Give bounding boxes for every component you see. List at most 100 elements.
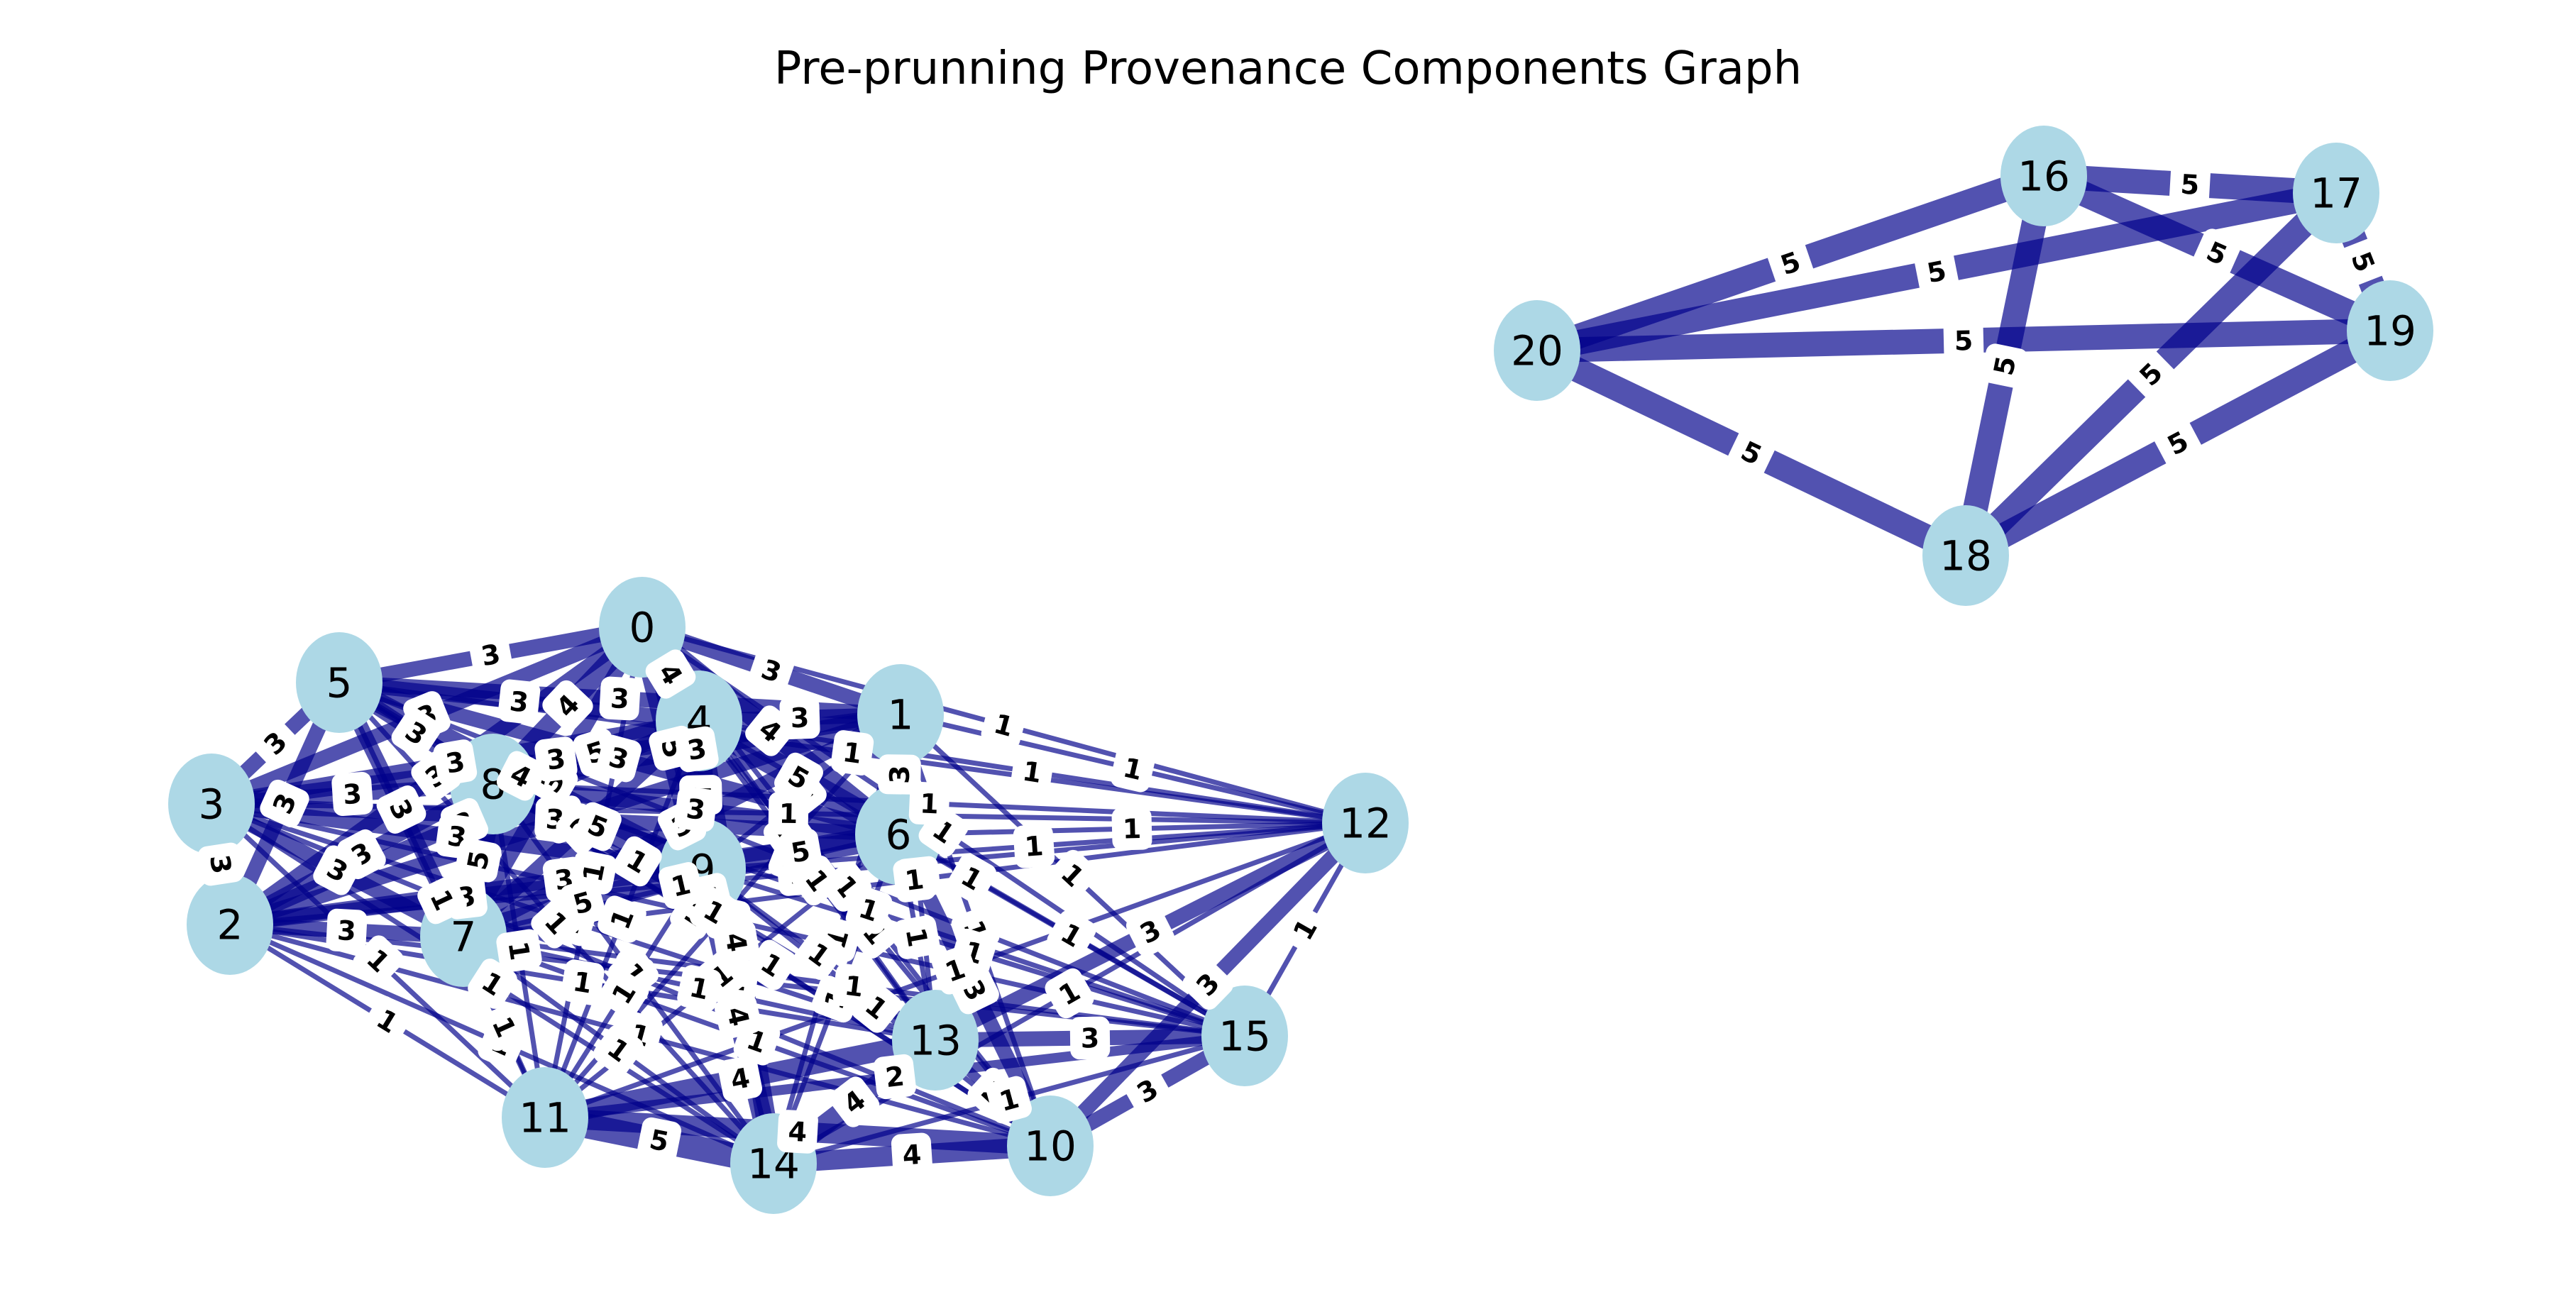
edge-weight-label-box (1111, 807, 1152, 851)
node-17 (2293, 143, 2379, 243)
edge-weight-label-box (433, 739, 478, 785)
edge-weight-label-11-15: 2 (874, 1054, 916, 1100)
edge-weight-label-box (534, 736, 578, 782)
edge-weight-label-4-5: 3 (497, 679, 541, 724)
edge-weight-label-12-14: 1 (1045, 968, 1094, 1019)
edge-weight-label-6-8: 3 (674, 786, 717, 832)
edge-weight-label-box (659, 862, 703, 909)
edge-weight-text: 4 (901, 1139, 922, 1171)
edge-weight-label-box (376, 785, 426, 834)
edge-weight-label-8-13: 1 (689, 887, 739, 937)
edge-weight-text: 3 (204, 853, 237, 876)
edge-weight-label-box (1045, 968, 1094, 1019)
edge-weight-label-3-8: 3 (331, 771, 373, 817)
edge-weight-label-7-11: 1 (479, 1003, 529, 1052)
node-12 (1322, 773, 1409, 873)
edge-weight-label-7-13: 1 (677, 965, 722, 1012)
edge-weight-label-box (793, 929, 844, 981)
edge-weight-label-box (747, 939, 797, 990)
edge-weight-label-box (645, 649, 696, 699)
edge-weight-label-box (1011, 749, 1054, 795)
edge-weight-label-7-8: 5 (455, 838, 502, 883)
edge-weight-label-5-7: 3 (376, 785, 426, 834)
edge-weight-label-1-4: 3 (779, 696, 820, 739)
edge-weight-label-box (768, 792, 809, 835)
node-label-19: 19 (2364, 307, 2416, 355)
edge-weight-label-3-14: 1 (468, 959, 517, 1009)
edge-weight-label-box (2153, 418, 2203, 468)
edge-weight-text: 2 (884, 1060, 906, 1093)
edge-weight-label-3-4: 3 (433, 739, 478, 785)
edge-weight-label-box (612, 836, 662, 887)
edge-weight-text: 3 (610, 683, 630, 714)
edge-weight-label-box (778, 829, 822, 875)
edge-weight-text: 3 (336, 915, 357, 946)
edge-weight-label-box (891, 1132, 933, 1177)
node-1 (857, 664, 944, 765)
node-label-18: 18 (1939, 531, 1992, 580)
node-label-12: 12 (1339, 799, 1392, 847)
edge-weight-label-9-12: 1 (1013, 824, 1055, 868)
edge-weight-label-3-11: 1 (353, 935, 404, 986)
edge-weight-label-box (596, 734, 642, 783)
edge-weight-label-4-6: 5 (774, 752, 823, 803)
edge-weight-label-box (1125, 907, 1175, 956)
edge-weight-label-box (593, 1025, 644, 1076)
edge-weight-text: 1 (919, 788, 939, 819)
edge-weight-label-9-14: 4 (714, 993, 762, 1039)
edge-weight-label-18-20: 5 (1727, 428, 1776, 478)
edge-weight-label-box (417, 876, 467, 925)
edge-weight-label-box (851, 982, 902, 1033)
edge-weight-label-box (774, 752, 823, 803)
edge-weight-label-0-8: 4 (542, 680, 593, 732)
edge-weight-label-9-11: 1 (598, 968, 649, 1018)
edge-weight-label-5-12: 1 (830, 730, 874, 776)
edge-weight-label-box (932, 946, 979, 995)
edge-weight-label-box (496, 751, 546, 801)
edge-weight-text: 3 (508, 685, 530, 719)
edge-weight-label-box (637, 1117, 682, 1164)
edge-weight-label-box (2338, 238, 2388, 286)
node-19 (2347, 280, 2433, 381)
edge-weight-label-box (893, 915, 940, 959)
edge-weight-text: 3 (884, 765, 915, 784)
edge-weight-label-box (981, 701, 1027, 749)
edge-weight-label-box (599, 676, 641, 721)
edge-weight-label-10-11: 4 (777, 1110, 818, 1154)
node-label-11: 11 (519, 1093, 571, 1142)
edge-weight-label-box (574, 802, 622, 851)
edge-weight-label-box (1069, 1016, 1111, 1060)
edge-weight-label-12-15: 1 (1279, 905, 1331, 954)
edge-weight-label-box (874, 1054, 916, 1100)
node-15 (1201, 986, 1288, 1086)
edge-weight-label-box (908, 781, 950, 826)
edge-weight-label-17-18: 5 (2125, 348, 2176, 400)
edge-weight-text: 1 (1023, 830, 1044, 863)
edge-weight-label-13-14: 4 (829, 1076, 880, 1127)
edge-weight-label-2-7: 3 (326, 908, 368, 953)
node-label-6: 6 (886, 810, 912, 859)
edge-weight-label-box (714, 993, 762, 1039)
edge-weight-label-16-18: 5 (1981, 343, 2028, 388)
edge-weight-label-6-12: 1 (1111, 807, 1152, 851)
edge-weight-label-box (947, 853, 996, 904)
edge-weight-label-box (1013, 824, 1055, 868)
edge-weight-label-13-15: 3 (1069, 1016, 1111, 1060)
edge-weight-label-box (878, 754, 921, 795)
edge-weight-label-11-14: 5 (637, 1117, 682, 1164)
node-label-3: 3 (199, 780, 225, 828)
node-label-15: 15 (1218, 1012, 1271, 1060)
edge-weight-label-4-15: 1 (947, 853, 996, 904)
edge-weight-text: 3 (1080, 1022, 1099, 1054)
node-18 (1922, 505, 2009, 606)
node-label-2: 2 (217, 900, 243, 949)
edge-weight-label-box (830, 730, 874, 776)
edge-weight-label-box (1767, 239, 1814, 287)
edge-weight-label-2-5: 3 (260, 779, 309, 828)
node-label-7: 7 (451, 912, 477, 961)
edge-weight-text: 3 (685, 793, 708, 826)
edge-weight-label-6-7: 1 (659, 862, 703, 909)
edge-weight-text: 3 (342, 778, 363, 810)
edge-weight-label-16-20: 5 (1767, 239, 1814, 287)
edge-weight-label-box (1182, 959, 1233, 1010)
